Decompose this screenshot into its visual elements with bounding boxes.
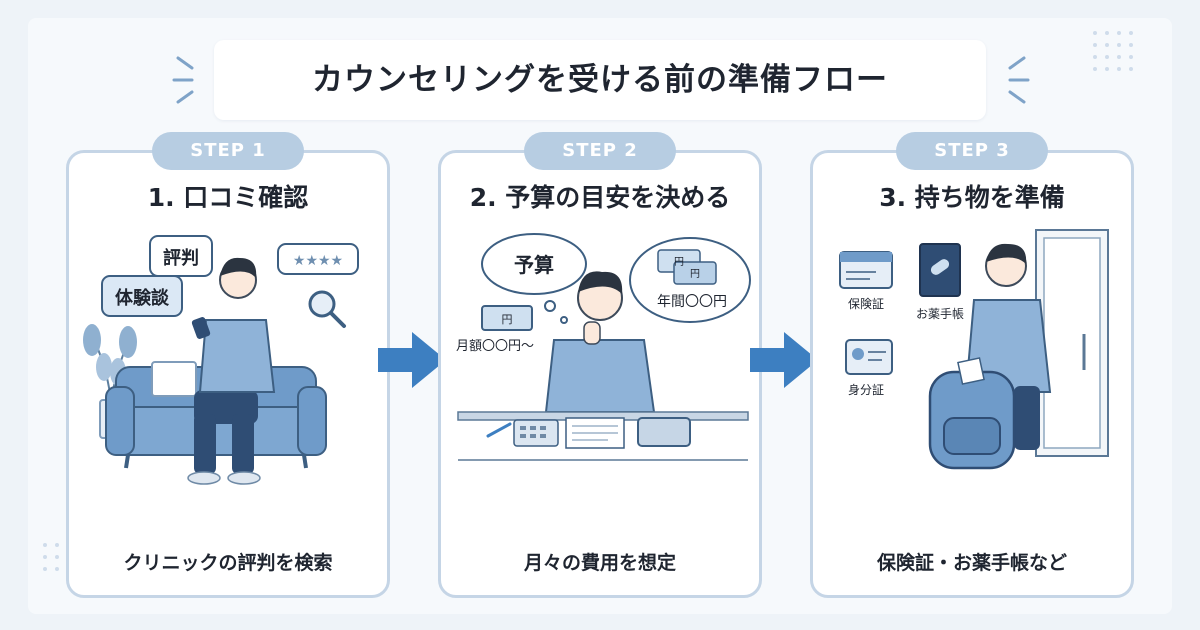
dot-pattern-top-right (1093, 31, 1133, 71)
step-1-title: 1. 口コミ確認 (147, 183, 309, 212)
arrow-right-icon (378, 332, 446, 388)
step-3-illustration: 保険証 お薬手帳 身分証 (839, 229, 1109, 470)
budget-cloud: 予算 (481, 233, 587, 324)
person-thinking-icon (544, 271, 656, 413)
page-title: カウンセリングを受ける前の準備フロー (312, 62, 888, 98)
step-3-caption: 保険証・お薬手帳など (876, 552, 1067, 574)
step-1-badge: STEP 1 (152, 132, 304, 170)
rating-bubble: ★★★★ (277, 243, 359, 275)
title-box (214, 40, 986, 120)
yearly-yen-text-2: 円 (690, 269, 700, 280)
step-2-caption: 月々の費用を想定 (523, 552, 676, 574)
sparkle-lines-right-icon (1008, 56, 1030, 104)
experience-bubble-text: 体験談 (115, 287, 170, 309)
person-icon (187, 257, 276, 485)
id-card-icon: 身分証 (845, 339, 893, 397)
monthly-amount-label: 月額〇〇円〜 (456, 339, 534, 354)
medicine-notebook-icon: お薬手帳 (916, 243, 964, 321)
backpack-icon (928, 357, 1016, 470)
yearly-yen-text-1: 円 (674, 257, 684, 268)
experience-bubble: 体験談 (101, 275, 183, 317)
review-bubble-text: 評判 (163, 247, 199, 269)
insurance-card-label: 保険証 (848, 297, 884, 311)
step-3-title: 3. 持ち物を準備 (879, 183, 1065, 212)
step-2-badge: STEP 2 (524, 132, 676, 170)
pen-icon (486, 422, 512, 438)
laptop-icon (151, 361, 197, 397)
arrow-right-icon (750, 332, 818, 388)
medicine-notebook-label: お薬手帳 (916, 307, 964, 321)
monthly-bill-icon: 円 (481, 305, 533, 331)
step-2-illustration: 予算 円 月額〇〇円〜 円 円 年間〇〇円 (456, 233, 751, 461)
rating-stars-text: ★★★★ (293, 253, 343, 269)
sparkle-lines-left-icon (172, 56, 194, 104)
calculator-icon (513, 419, 559, 447)
document-icon (565, 417, 625, 449)
step-3-badge: STEP 3 (896, 132, 1048, 170)
monthly-yen-text: 円 (502, 313, 513, 326)
step-2-title: 2. 予算の目安を決める (469, 183, 731, 212)
tablet-icon (637, 417, 691, 447)
id-card-label: 身分証 (848, 382, 884, 397)
step-1-illustration: 評判 体験談 ★★★★ (83, 235, 359, 485)
insurance-card-icon: 保険証 (839, 251, 893, 311)
yearly-bubble: 円 円 年間〇〇円 (629, 237, 751, 323)
review-bubble: 評判 (149, 235, 213, 277)
step-1-caption: クリニックの評判を検索 (123, 552, 333, 574)
yearly-amount-label: 年間〇〇円 (657, 294, 727, 310)
door-icon (1035, 229, 1109, 457)
budget-label: 予算 (514, 253, 554, 277)
search-magnifier-icon (308, 290, 346, 328)
